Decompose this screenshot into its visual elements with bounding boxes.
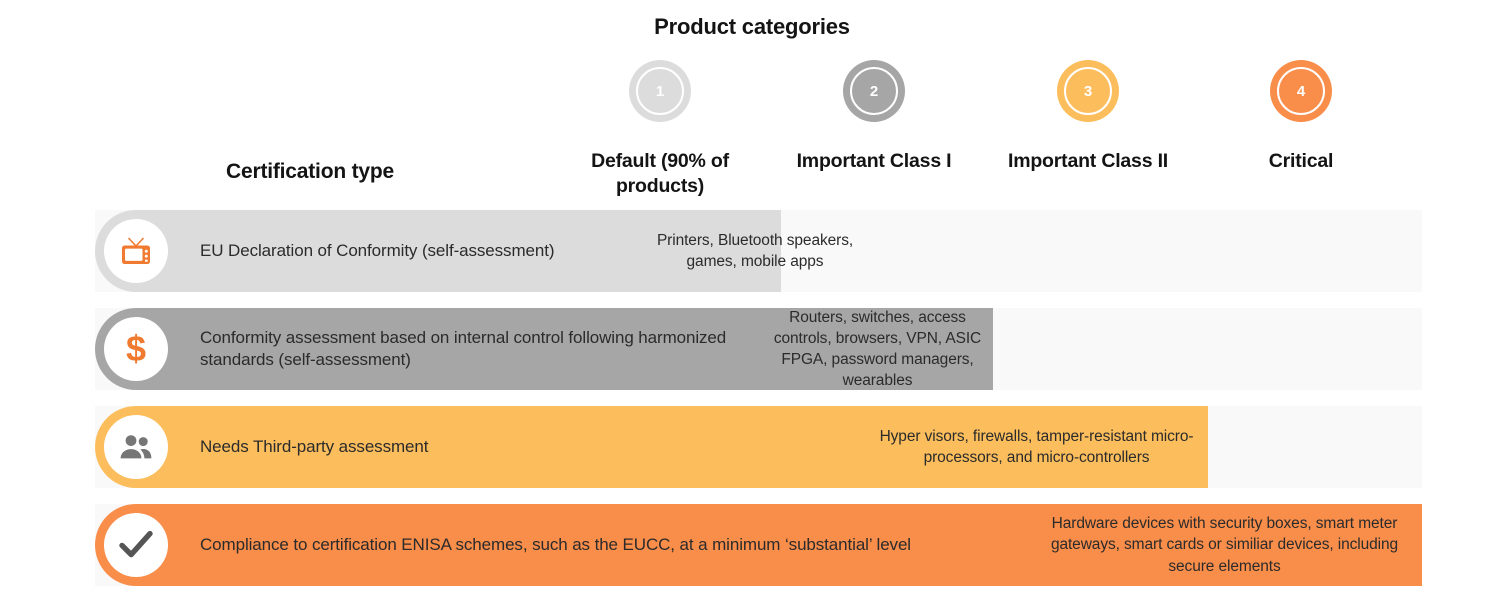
- check-icon: [119, 530, 153, 560]
- product-examples: Printers, Bluetooth speakers, games, mob…: [656, 231, 854, 270]
- people-icon: [119, 434, 153, 460]
- certification-row-bar: [95, 406, 1208, 488]
- certification-description: Conformity assessment based on internal …: [200, 327, 727, 369]
- category-badge-ring: [850, 67, 898, 115]
- category-label: Important Class I: [796, 150, 952, 172]
- row-icon-badge: $: [104, 317, 168, 381]
- row-icon-badge: [104, 219, 168, 283]
- category-badge-3: 3: [1057, 60, 1119, 122]
- category-label: Important Class II: [1007, 150, 1169, 172]
- category-number: 2: [869, 82, 879, 100]
- certification-row-track: Needs Third-party assessment Hyper visors…: [95, 406, 1422, 488]
- dollar-icon: $: [123, 330, 149, 368]
- certification-row-bar: [95, 210, 781, 292]
- certification-row-track: EU Declaration of Conformity (self-asses…: [95, 210, 1422, 292]
- category-number: 1: [655, 82, 665, 100]
- certification-row-bar: [95, 504, 1422, 586]
- product-examples: Routers, switches, access controls, brow…: [773, 308, 982, 390]
- svg-text:$: $: [126, 330, 146, 368]
- certification-description: Needs Third-party assessment: [200, 436, 429, 456]
- certification-type-header: Certification type: [226, 160, 394, 183]
- certification-description: EU Declaration of Conformity (self-asses…: [200, 240, 555, 260]
- category-badge-1: 1: [629, 60, 691, 122]
- certification-row-track: Compliance to certification ENISA scheme…: [95, 504, 1422, 586]
- certification-description: Compliance to certification ENISA scheme…: [200, 534, 911, 554]
- category-number: 3: [1083, 82, 1093, 100]
- product-examples: Hyper visors, firewalls, tamper-resistan…: [879, 427, 1194, 466]
- category-badge-ring: [1277, 67, 1325, 115]
- category-label: Critical: [1268, 150, 1334, 172]
- row-icon-badge: [104, 415, 168, 479]
- tv-icon: [119, 236, 153, 266]
- certification-row-track: $ Conformity assessment based on internal…: [95, 308, 1422, 390]
- category-badge-4: 4: [1270, 60, 1332, 122]
- category-badge-ring: [1064, 67, 1112, 115]
- category-badge-2: 2: [843, 60, 905, 122]
- certification-row-bar: [95, 308, 993, 390]
- product-examples: Hardware devices with security boxes, sm…: [1050, 515, 1399, 575]
- category-badge-ring: [636, 67, 684, 115]
- page-title: Product categories: [654, 14, 850, 39]
- category-number: 4: [1296, 82, 1306, 100]
- row-icon-badge: [104, 513, 168, 577]
- category-label: Default (90% of products): [591, 150, 729, 197]
